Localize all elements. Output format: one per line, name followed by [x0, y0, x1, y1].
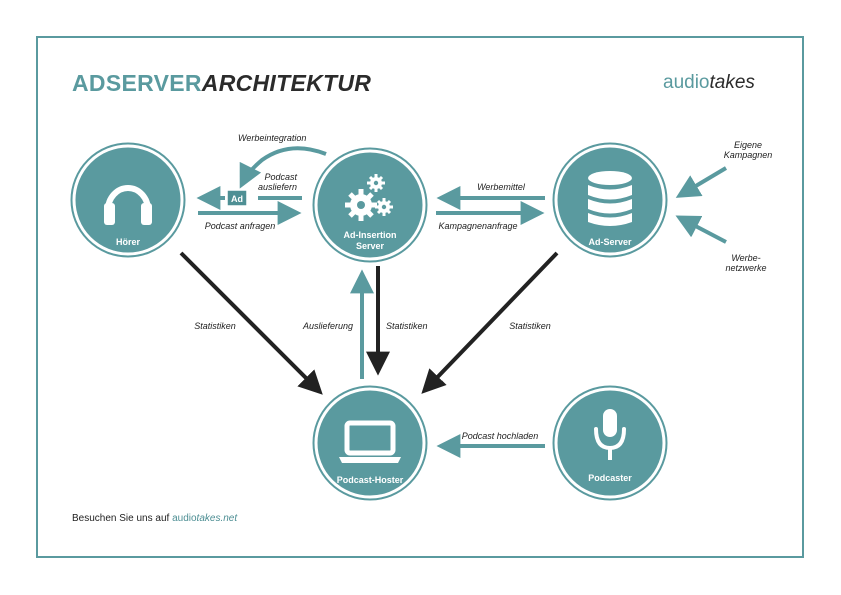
footer-note: Besuchen Sie uns auf audiotakes.net [72, 513, 237, 524]
label-statistiken-right: Statistiken [509, 321, 551, 331]
footer-link-part2: takes.net [196, 513, 238, 524]
node-podcaster-label: Podcaster [588, 473, 632, 483]
node-podcast-hoster: Podcast-Hoster [312, 385, 428, 501]
node-ad-server-label: Ad-Server [588, 237, 632, 247]
logo-part2: takes [709, 72, 755, 93]
label-auslieferung: Auslieferung [302, 321, 353, 331]
audiotakes-logo: audiotakes [663, 72, 755, 94]
label-podcast-ausliefern-1: Podcast [264, 172, 297, 182]
database-icon [588, 171, 632, 226]
page-title: ADSERVERARCHITEKTUR [72, 70, 371, 96]
title-part1: ADSERVER [72, 70, 202, 96]
label-werbenetzwerke-1: Werbe- [731, 253, 760, 263]
gears-icon [345, 174, 393, 221]
node-ad-insertion-label-line1: Ad-Insertion [344, 230, 397, 240]
label-eigene-kampagnen-1: Eigene [734, 140, 762, 150]
footer-link-part1: audio [172, 513, 197, 524]
footer-link[interactable]: audiotakes.net [172, 513, 237, 524]
node-hoerer: Hörer [70, 142, 186, 258]
arrow-werbeintegration [239, 146, 327, 189]
ad-badge-text: Ad [231, 194, 243, 204]
arrow-statistiken-left [179, 251, 323, 395]
label-eigene-kampagnen-2: Kampagnen [724, 150, 773, 160]
label-statistiken-center: Statistiken [386, 321, 428, 331]
label-werbemittel: Werbemittel [477, 182, 526, 192]
title-part2: ARCHITEKTUR [201, 70, 372, 96]
logo-part1: audio [663, 72, 710, 93]
headphones-icon [105, 185, 151, 213]
label-podcast-anfragen: Podcast anfragen [205, 221, 276, 231]
arrow-werbenetzwerke [675, 215, 727, 244]
node-hoerer-label: Hörer [116, 237, 141, 247]
arrow-statistiken-right [421, 251, 559, 394]
footer-text: Besuchen Sie uns auf [72, 513, 173, 524]
label-kampagnenanfrage: Kampagnenanfrage [438, 221, 517, 231]
label-werbenetzwerke-2: netzwerke [725, 263, 766, 273]
laptop-icon [339, 420, 401, 463]
arrow-eigene-kampagnen [675, 166, 728, 198]
node-podcast-hoster-label: Podcast-Hoster [337, 475, 404, 485]
label-statistiken-left: Statistiken [194, 321, 236, 331]
ad-badge: Ad [226, 189, 248, 207]
microphone-icon [594, 409, 626, 460]
label-werbeintegration: Werbeintegration [238, 133, 306, 143]
diagram-frame [36, 36, 804, 558]
node-ad-server: Ad-Server [552, 142, 668, 258]
label-podcast-ausliefern-2: ausliefern [258, 182, 297, 192]
node-ad-insertion-label-line2: Server [356, 241, 385, 251]
node-podcaster: Podcaster [552, 385, 668, 501]
node-ad-insertion-server: Ad-Insertion Server [312, 147, 428, 263]
label-podcast-hochladen: Podcast hochladen [462, 431, 539, 441]
